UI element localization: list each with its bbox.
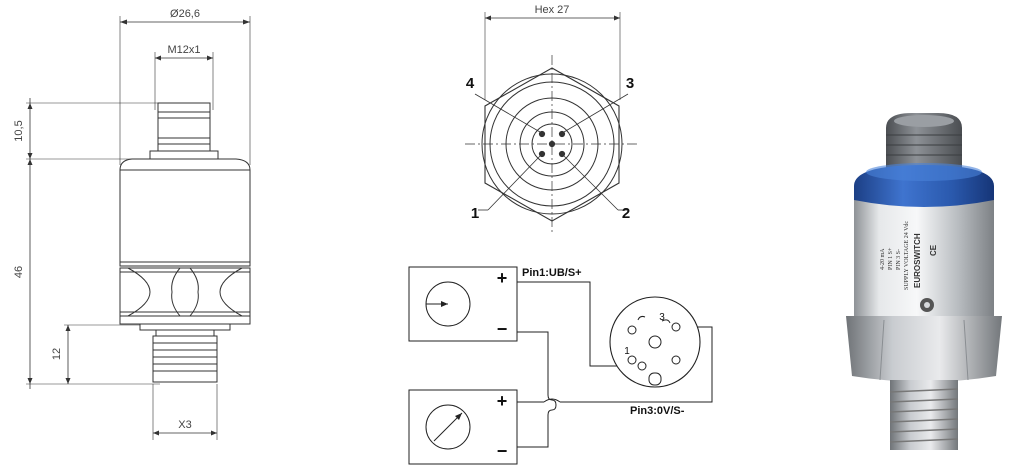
connector-pin3-label: 3 xyxy=(659,312,665,323)
product-print-line-1: 4-20 mA xyxy=(880,248,886,270)
product-print-line-2: PIN 1 S+ xyxy=(888,247,894,270)
pin-label-1: 1 xyxy=(471,205,479,222)
body-height-label: 46 xyxy=(13,266,25,278)
product-brand: EUROSWITCH xyxy=(913,233,922,288)
thread-height-label: 12 xyxy=(51,348,63,360)
product-print-line-4: SUPPLY VOLTAGE 24 Vdc xyxy=(904,221,910,290)
pin-label-3: 3 xyxy=(626,75,634,92)
top-view-drawing xyxy=(465,12,640,232)
pin-label-4: 4 xyxy=(466,75,475,92)
meter-plus-sign: + xyxy=(497,391,508,411)
supply-minus-sign: − xyxy=(497,319,508,339)
supply-plus-sign: + xyxy=(497,268,508,288)
side-view-drawing xyxy=(26,16,251,440)
product-ce-mark: CE xyxy=(929,244,938,256)
connector-height-label: 10,5 xyxy=(13,120,25,141)
pin1-wire-label: Pin1:UB/S+ xyxy=(522,267,582,279)
connector-pin1-label: 1 xyxy=(624,346,630,357)
product-photo xyxy=(846,113,1002,450)
process-thread-label: X3 xyxy=(178,419,191,431)
wiring-diagram xyxy=(408,266,713,465)
meter-minus-sign: − xyxy=(497,441,508,461)
diameter-label: Ø26,6 xyxy=(170,8,200,20)
thread-label: M12x1 xyxy=(167,44,200,56)
product-print-line-3: PIN 3 S- xyxy=(896,249,902,270)
hex-label: Hex 27 xyxy=(535,4,570,16)
pin3-wire-label: Pin3:0V/S- xyxy=(630,405,685,417)
pin-label-2: 2 xyxy=(622,205,630,222)
